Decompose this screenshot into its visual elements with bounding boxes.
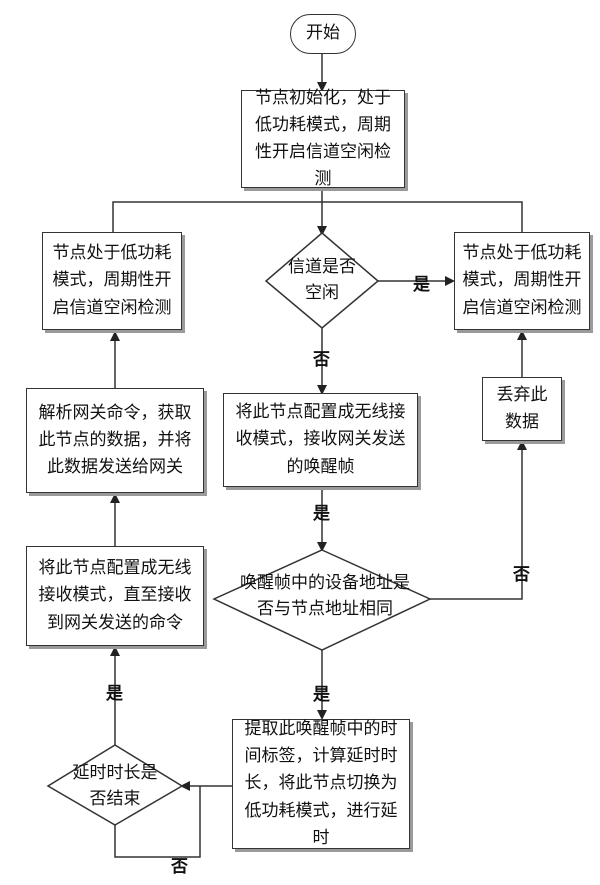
decision-address-shape (212, 549, 432, 651)
line-left-loop (112, 201, 322, 232)
config-receive-box: 将此节点配置成无线接收模式，接收网关发送的唤醒帧 (223, 393, 418, 487)
config-command-box: 将此节点配置成无线接收模式，直至接收到网关发送的命令 (26, 546, 204, 646)
decision-delay-label: 延时时长是否结束 (72, 763, 158, 810)
left-lowpower-text: 节点处于低功耗模式，周期性开启信道空闲检测 (52, 243, 172, 318)
edge-label-receive-yes: 是 (313, 504, 330, 524)
decision-address-label: 唤醒帧中的设备地址是否与节点地址相同 (240, 573, 410, 620)
parse-text: 解析网关命令，获取此节点的数据，并将此数据发送给网关 (38, 402, 192, 478)
discard-box: 丢弃此数据 (482, 377, 562, 441)
right-lowpower-text: 节点处于低功耗模式，周期性开启信道空闲检测 (462, 243, 582, 318)
extract-text: 提取此唤醒帧中的时间标签，计算延时时长，将此节点切换为低功耗模式，进行延时 (244, 719, 398, 848)
arrow-address-no-to-discard (430, 440, 527, 600)
discard-text: 丢弃此数据 (496, 384, 548, 432)
edge-label-channel-yes: 是 (413, 275, 430, 295)
line-right-loop (322, 201, 523, 232)
start-terminator: 开始 (290, 14, 356, 54)
config-receive-text: 将此节点配置成无线接收模式，接收网关发送的唤醒帧 (235, 402, 406, 477)
extract-box: 提取此唤醒帧中的时间标签，计算延时时长，将此节点切换为低功耗模式，进行延时 (232, 719, 410, 849)
config-command-text: 将此节点配置成无线接收模式，直至接收到网关发送的命令 (38, 558, 192, 633)
init-box-text: 节点初始化，处于低功耗模式，周期性开启信道空闲检测 (255, 87, 391, 190)
edge-label-delay-no: 否 (171, 857, 188, 877)
line-delay-no-loop (114, 786, 201, 858)
edge-label-address-no: 否 (513, 565, 530, 585)
decision-channel-label: 信道是否空闲 (288, 257, 356, 304)
edge-label-channel-no: 否 (313, 350, 330, 370)
init-box: 节点初始化，处于低功耗模式，周期性开启信道空闲检测 (241, 88, 405, 189)
start-label: 开始 (306, 23, 340, 44)
parse-box: 解析网关命令，获取此节点的数据，并将此数据发送给网关 (26, 388, 204, 493)
decision-delay-shape (46, 744, 184, 826)
right-lowpower-box: 节点处于低功耗模式，周期性开启信道空闲检测 (454, 232, 590, 330)
edge-label-delay-yes: 是 (106, 684, 123, 704)
left-lowpower-box: 节点处于低功耗模式，周期性开启信道空闲检测 (42, 232, 182, 330)
edge-label-address-yes: 是 (313, 685, 330, 705)
decision-channel-shape (264, 232, 380, 329)
